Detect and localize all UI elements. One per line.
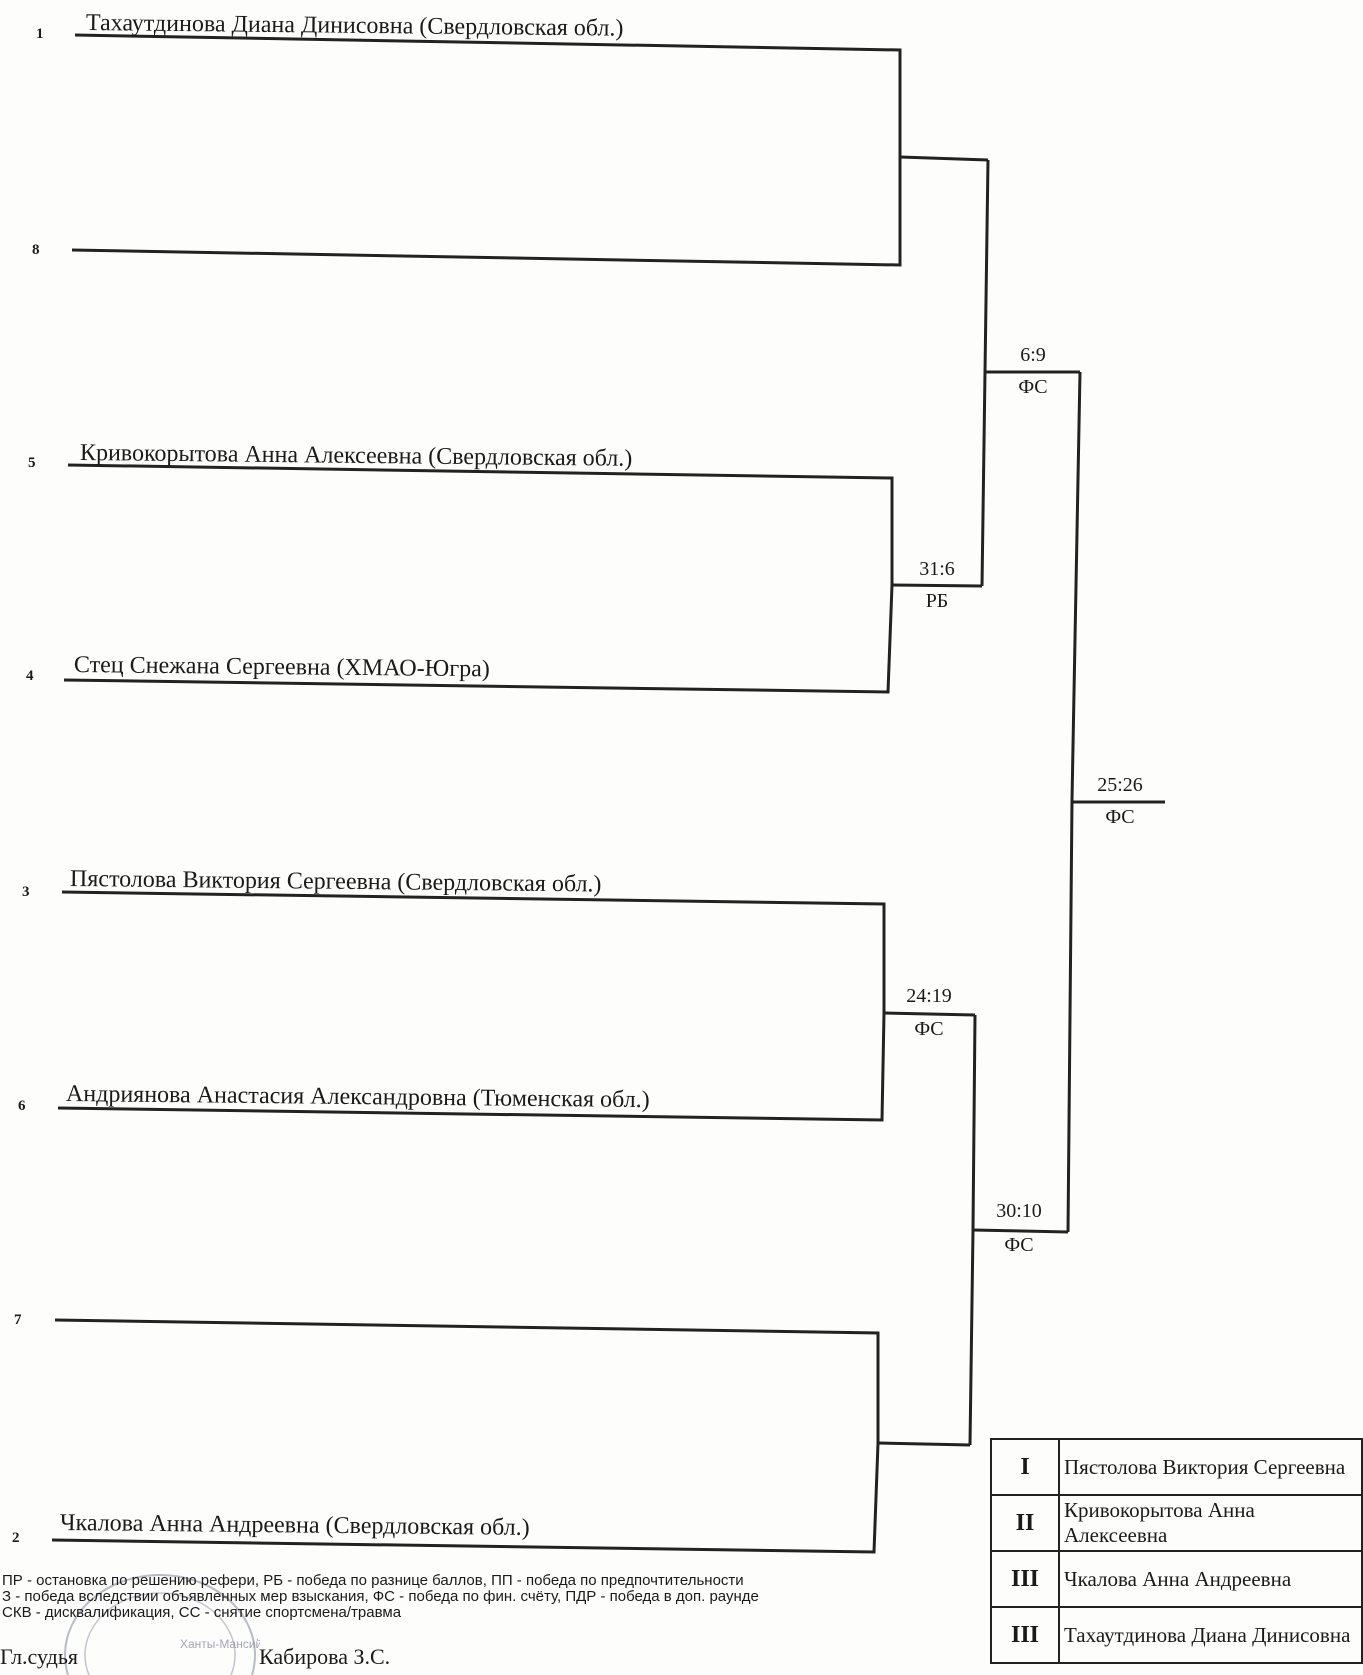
stamp-seal: Ханты-Мансийская [64, 1574, 260, 1675]
seed-label: 5 [28, 455, 36, 471]
match-score: 30:10 [996, 1200, 1042, 1222]
legend: ПР - остановка по решению рефери, РБ - п… [2, 1573, 759, 1621]
seed-label: 6 [18, 1098, 26, 1114]
participant-name: Тахаутдинова Диана Динисовна (Свердловск… [85, 10, 624, 42]
results-table: I Пястолова Виктория Сергеевна II Кривок… [990, 1438, 1363, 1664]
match-method: ФС [1105, 806, 1135, 828]
match-score: 25:26 [1097, 774, 1143, 796]
match-method: ФС [914, 1018, 944, 1040]
legend-line: З - победа вследствии объявленных мер вз… [2, 1588, 759, 1605]
participant-name: Кривокорытова Анна Алексеевна (Свердловс… [79, 440, 633, 472]
winner-name: Чкалова Анна Андреевна [1058, 1550, 1363, 1608]
match-score: 6:9 [1020, 344, 1046, 366]
bracket-line-final [1066, 371, 1082, 1233]
match-method: ФС [1004, 1234, 1034, 1256]
match-method: ФС [1018, 376, 1048, 398]
legend-line: СКВ - дисквалификация, СС - снятие спорт… [2, 1604, 402, 1621]
chief-judge-name: Кабирова З.С. [258, 1644, 391, 1669]
match-score: 24:19 [906, 985, 952, 1007]
place-label: II [990, 1494, 1060, 1552]
results-row: III Чкалова Анна Андреевна [990, 1550, 1363, 1608]
winner-name: Пястолова Виктория Сергеевна [1058, 1438, 1363, 1496]
seed-label: 4 [26, 668, 34, 684]
place-label: III [990, 1606, 1060, 1664]
results-row: III Тахаутдинова Диана Динисовна [990, 1606, 1363, 1664]
place-label: I [990, 1438, 1060, 1496]
seed-label: 1 [36, 26, 44, 42]
chief-judge-label: Гл.судья [0, 1644, 78, 1669]
results-row: I Пястолова Виктория Сергеевна [990, 1438, 1363, 1496]
match-method: РБ [925, 590, 949, 612]
seed-label: 7 [14, 1312, 22, 1328]
legend-line: ПР - остановка по решению рефери, РБ - п… [2, 1572, 744, 1589]
participant-name: Стец Снежана Сергеевна (ХМАО-Югра) [73, 652, 490, 683]
winner-name: Тахаутдинова Диана Динисовна [1058, 1606, 1363, 1664]
place-label: III [990, 1550, 1060, 1608]
winner-name: Кривокорытова Анна Алексеевна [1058, 1494, 1363, 1552]
participant-name: Чкалова Анна Андреевна (Свердловская обл… [59, 1510, 530, 1541]
seed-label: 3 [22, 884, 30, 900]
seed-label: 8 [32, 242, 40, 258]
participant-name: Пястолова Виктория Сергеевна (Свердловск… [69, 866, 602, 898]
match-score: 31:6 [919, 558, 955, 580]
bracket-line-1-8 [71, 33, 902, 267]
chief-judge: Гл.судья Кабирова З.С. [0, 1644, 390, 1670]
results-row: II Кривокорытова Анна Алексеевна [990, 1494, 1363, 1552]
svg-text:Ханты-Мансийская: Ханты-Мансийская [180, 1637, 260, 1651]
seed-label: 2 [12, 1530, 20, 1546]
